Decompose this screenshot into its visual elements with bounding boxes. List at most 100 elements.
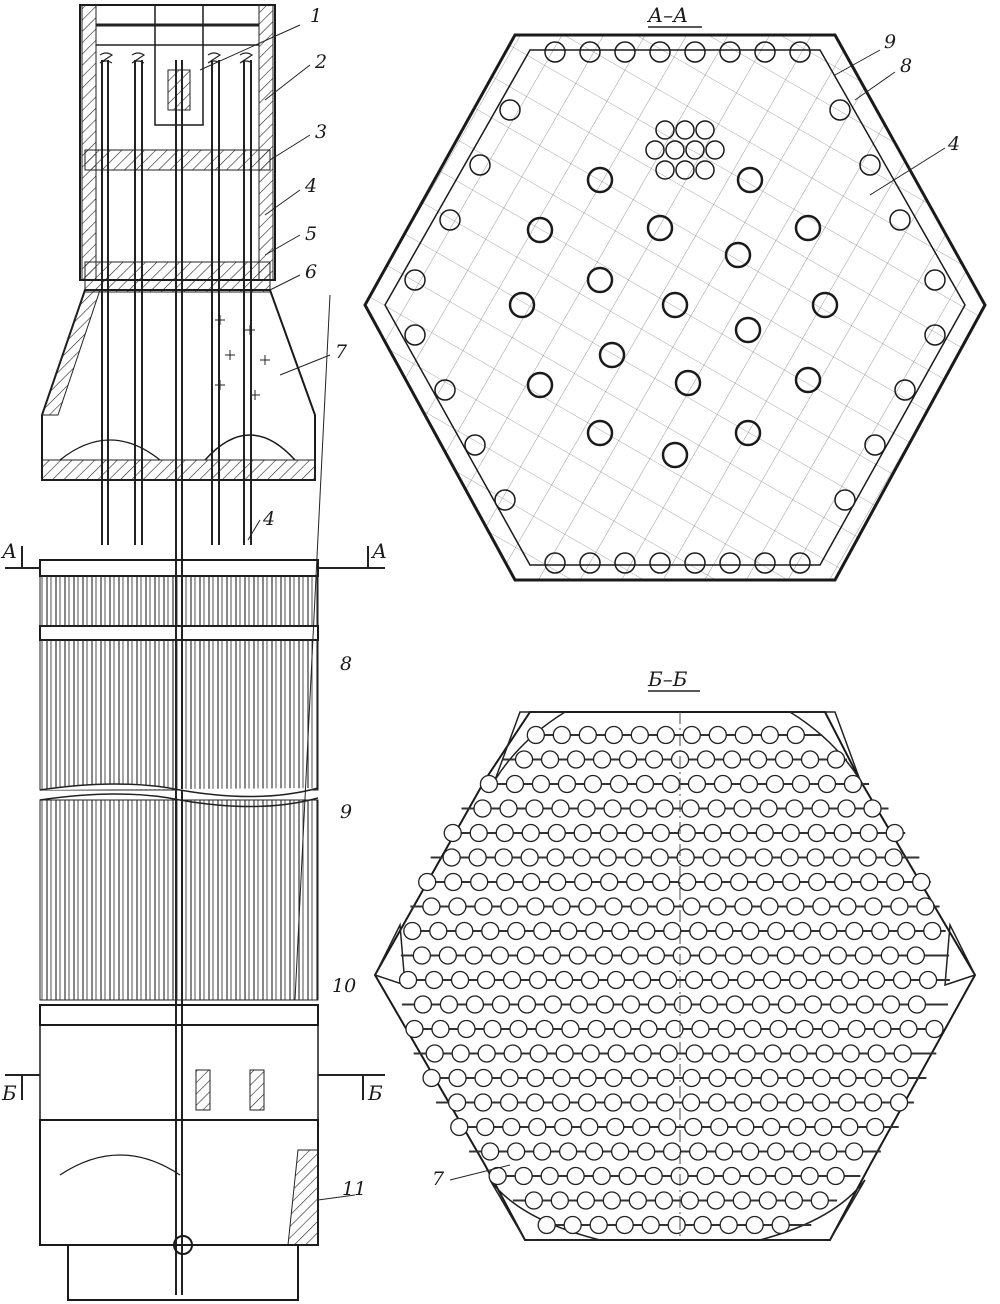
lattice-rod (656, 897, 675, 916)
lattice-rod (526, 897, 545, 916)
lattice-rod (899, 1019, 918, 1039)
lattice-rod (505, 774, 525, 794)
lattice-rod (733, 1093, 753, 1112)
lattice-rod (885, 823, 904, 843)
lattice-rod (756, 872, 775, 892)
lattice-rod (526, 1068, 545, 1088)
lattice-rod (734, 1068, 753, 1088)
lattice-rod (871, 921, 890, 941)
lattice-rod (599, 823, 618, 843)
lattice-rod (685, 1044, 704, 1063)
lattice-rod (422, 1068, 441, 1088)
lattice-rod (403, 921, 422, 941)
lattice-rod (724, 946, 743, 965)
callout-aa-4: 4 (947, 133, 960, 155)
lattice-rod (490, 946, 509, 965)
lattice-rod (528, 1117, 547, 1137)
lattice-rod (682, 897, 701, 916)
lattice-rod (655, 1093, 675, 1112)
lattice-rod (641, 1215, 660, 1235)
lattice-rod (473, 799, 492, 818)
section-titles: А–А Б–Б (646, 3, 702, 692)
lattice-rod (606, 1117, 625, 1137)
lattice-rod (837, 1093, 857, 1112)
lattice-rod (558, 1142, 578, 1161)
lattice-rod (833, 823, 852, 843)
lattice-rod (741, 921, 760, 941)
lattice-rod (500, 1068, 519, 1088)
lattice-rod (680, 1191, 699, 1210)
lattice-rod (481, 921, 500, 941)
lattice-rod (854, 946, 873, 965)
lattice-rod (739, 774, 759, 794)
lattice-rod (626, 872, 645, 892)
lattice-rod (628, 1191, 647, 1210)
lattice-rod (509, 1019, 528, 1039)
lattice-rod (866, 1117, 885, 1137)
lattice-rod (537, 1215, 556, 1235)
lattice-rod (880, 946, 899, 965)
lattice-rod (763, 1044, 782, 1063)
lattice-rod (528, 970, 548, 990)
lattice-rod (604, 897, 623, 916)
lattice-rod (469, 823, 488, 843)
lattice-rod (715, 921, 734, 941)
lattice-rod (884, 848, 903, 867)
cut-mark-b-right: Б (367, 1081, 383, 1105)
lattice-rod (748, 1166, 767, 1186)
callout-aa-9: 9 (884, 31, 896, 53)
cut-mark-a-left: А (0, 539, 17, 563)
rod-lattice-bb (398, 725, 950, 1235)
callout-6: 6 (305, 261, 317, 283)
lattice-rod (651, 823, 670, 843)
lattice-rod (477, 1044, 496, 1063)
transition-cone (41, 289, 316, 481)
lattice-rod (529, 1044, 548, 1063)
lattice-rod (438, 946, 457, 965)
lattice-rod (766, 1142, 786, 1161)
lattice-rod (890, 1068, 909, 1088)
lattice-rod (781, 823, 800, 843)
lattice-rod (600, 872, 619, 892)
lattice-rod (630, 1068, 649, 1088)
lattice-rod (676, 848, 695, 867)
lattice-rod (859, 823, 878, 843)
lattice-rod (829, 995, 849, 1014)
lattice-rod (821, 1019, 840, 1039)
lattice-rod (535, 1019, 554, 1039)
lattice-rod (759, 1093, 779, 1112)
cut-mark-a-right: А (370, 539, 387, 563)
lattice-rod (552, 897, 571, 916)
lattice-rod (755, 823, 774, 843)
lattice-rod (526, 725, 545, 745)
lattice-rod (521, 823, 540, 843)
lattice-rod (425, 1044, 444, 1063)
lattice-rod (499, 799, 518, 818)
callout-9: 9 (340, 801, 352, 823)
lattice-rod (844, 1142, 864, 1161)
lattice-rod (736, 970, 756, 990)
lattice-rod (578, 1068, 597, 1088)
lattice-rod (658, 1117, 677, 1137)
lattice-rod (717, 1019, 736, 1039)
lattice-rod (843, 774, 863, 794)
lattice-rod (552, 1068, 571, 1088)
lattice-rod (710, 970, 730, 990)
lattice-rod (543, 995, 563, 1014)
lattice-rod (455, 921, 474, 941)
lattice-rod (826, 750, 846, 769)
lattice-rod (551, 799, 570, 818)
lattice-rod (769, 1019, 788, 1039)
lattice-rod (864, 897, 883, 916)
lattice-rod (476, 1117, 495, 1137)
lattice-rod (611, 921, 630, 941)
lattice-rod (474, 897, 493, 916)
lattice-rod (444, 872, 463, 892)
lattice-rod (774, 750, 794, 769)
lattice-rod (474, 1068, 493, 1088)
lattice-rod (847, 1019, 866, 1039)
lattice-rod (625, 823, 644, 843)
lattice-rod (728, 848, 747, 867)
lattice-rod (810, 1191, 829, 1210)
lattice-rod (811, 1093, 831, 1112)
